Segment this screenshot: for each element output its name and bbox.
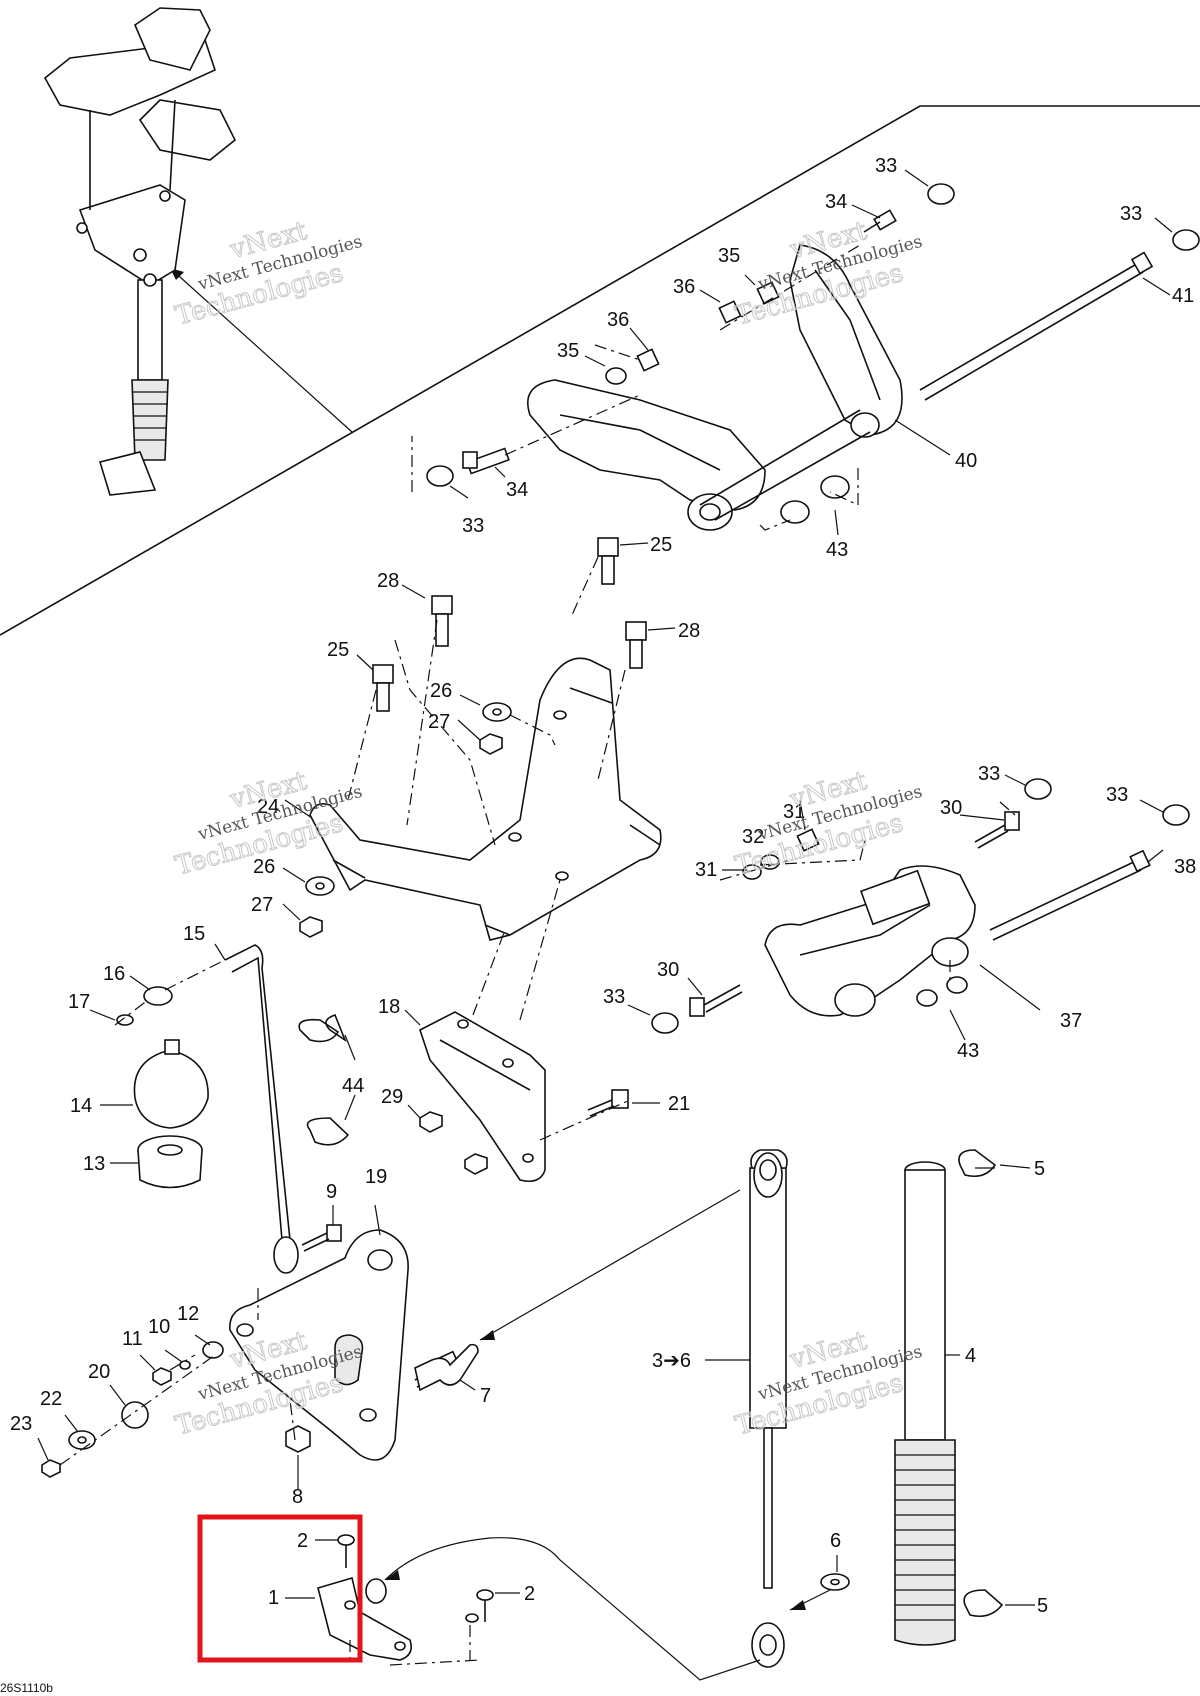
callout-21: 21 bbox=[668, 1093, 690, 1115]
callout-12: 12 bbox=[177, 1303, 199, 1325]
callout-15: 15 bbox=[183, 923, 205, 945]
callout-43: 43 bbox=[957, 1040, 979, 1062]
callout-33: 33 bbox=[603, 986, 625, 1008]
callout-20: 20 bbox=[88, 1361, 110, 1383]
callout-11: 11 bbox=[122, 1328, 143, 1350]
callout-32: 32 bbox=[742, 826, 764, 848]
callout-28: 28 bbox=[678, 620, 700, 642]
callout-30: 30 bbox=[940, 797, 962, 819]
callout-35: 35 bbox=[557, 340, 579, 362]
callout-43: 43 bbox=[826, 539, 848, 561]
callout-labels: 33 34 33 41 35 36 36 35 40 34 33 43 25 2… bbox=[10, 155, 1196, 1617]
upper-hardware bbox=[426, 183, 1200, 524]
assembly-paths bbox=[59, 244, 1016, 1681]
bracket-plate-24 bbox=[309, 657, 662, 941]
callout-33: 33 bbox=[1120, 203, 1142, 225]
callout-4: 4 bbox=[965, 1345, 976, 1367]
callout-33: 33 bbox=[1106, 784, 1128, 806]
callout-22: 22 bbox=[40, 1388, 62, 1410]
callout-36: 36 bbox=[607, 309, 629, 331]
callout-44: 44 bbox=[342, 1075, 364, 1097]
callout-33: 33 bbox=[875, 155, 897, 177]
leader-lines bbox=[37, 169, 1173, 1606]
callout-2: 2 bbox=[524, 1583, 535, 1605]
callout-33: 33 bbox=[978, 763, 1000, 785]
callout-14: 14 bbox=[70, 1095, 92, 1117]
callout-10: 10 bbox=[148, 1316, 170, 1338]
bracket-bolts bbox=[299, 537, 647, 938]
callout-26: 26 bbox=[253, 856, 275, 878]
drawing-code: 26S1110b bbox=[0, 1681, 53, 1695]
callout-17: 17 bbox=[68, 991, 90, 1013]
front-arm-37 bbox=[651, 778, 1190, 1034]
callout-25: 25 bbox=[650, 534, 672, 556]
callout-27: 27 bbox=[428, 711, 450, 733]
callout-2: 2 bbox=[297, 1530, 308, 1552]
callout-16: 16 bbox=[103, 963, 125, 985]
callout-23: 23 bbox=[10, 1413, 32, 1435]
link-rod-15 bbox=[116, 944, 350, 1274]
gas-strut-3-6 bbox=[749, 1149, 850, 1668]
callout-19: 19 bbox=[365, 1166, 387, 1188]
callout-36: 36 bbox=[673, 276, 695, 298]
callout-9: 9 bbox=[326, 1181, 337, 1203]
callout-25: 25 bbox=[327, 639, 349, 661]
callout-5: 5 bbox=[1037, 1595, 1048, 1617]
callout-28: 28 bbox=[377, 570, 399, 592]
clamp-14-grommet-13 bbox=[133, 1039, 209, 1189]
callout-6: 6 bbox=[830, 1530, 841, 1552]
long-bolts bbox=[919, 251, 1154, 941]
callout-8: 8 bbox=[292, 1486, 303, 1508]
callout-30: 30 bbox=[657, 959, 679, 981]
inset-suspension-assembly bbox=[43, 7, 237, 496]
callout-26: 26 bbox=[430, 680, 452, 702]
callout-40: 40 bbox=[955, 450, 977, 472]
callout-24: 24 bbox=[257, 796, 279, 818]
callout-37: 37 bbox=[1060, 1010, 1082, 1032]
shock-4 bbox=[894, 1149, 1004, 1646]
callout-41: 41 bbox=[1172, 285, 1194, 307]
rear-arm-40 bbox=[527, 244, 903, 531]
callout-5: 5 bbox=[1034, 1158, 1045, 1180]
mount-plate-18 bbox=[419, 1011, 629, 1183]
callout-33: 33 bbox=[462, 515, 484, 537]
callout-3-to-6: 3➔6 bbox=[652, 1350, 691, 1372]
callout-38: 38 bbox=[1174, 856, 1196, 878]
callout-34: 34 bbox=[825, 191, 847, 213]
callout-27: 27 bbox=[251, 894, 273, 916]
callout-1: 1 bbox=[268, 1587, 279, 1609]
callout-31: 31 bbox=[783, 801, 805, 823]
callout-34: 34 bbox=[506, 479, 528, 501]
callout-35: 35 bbox=[718, 245, 740, 267]
highlight-box bbox=[197, 1514, 363, 1663]
callout-31: 31 bbox=[695, 859, 717, 881]
callout-13: 13 bbox=[83, 1153, 105, 1175]
callout-18: 18 bbox=[378, 996, 400, 1018]
callout-7: 7 bbox=[480, 1385, 491, 1407]
callout-29: 29 bbox=[381, 1086, 403, 1108]
